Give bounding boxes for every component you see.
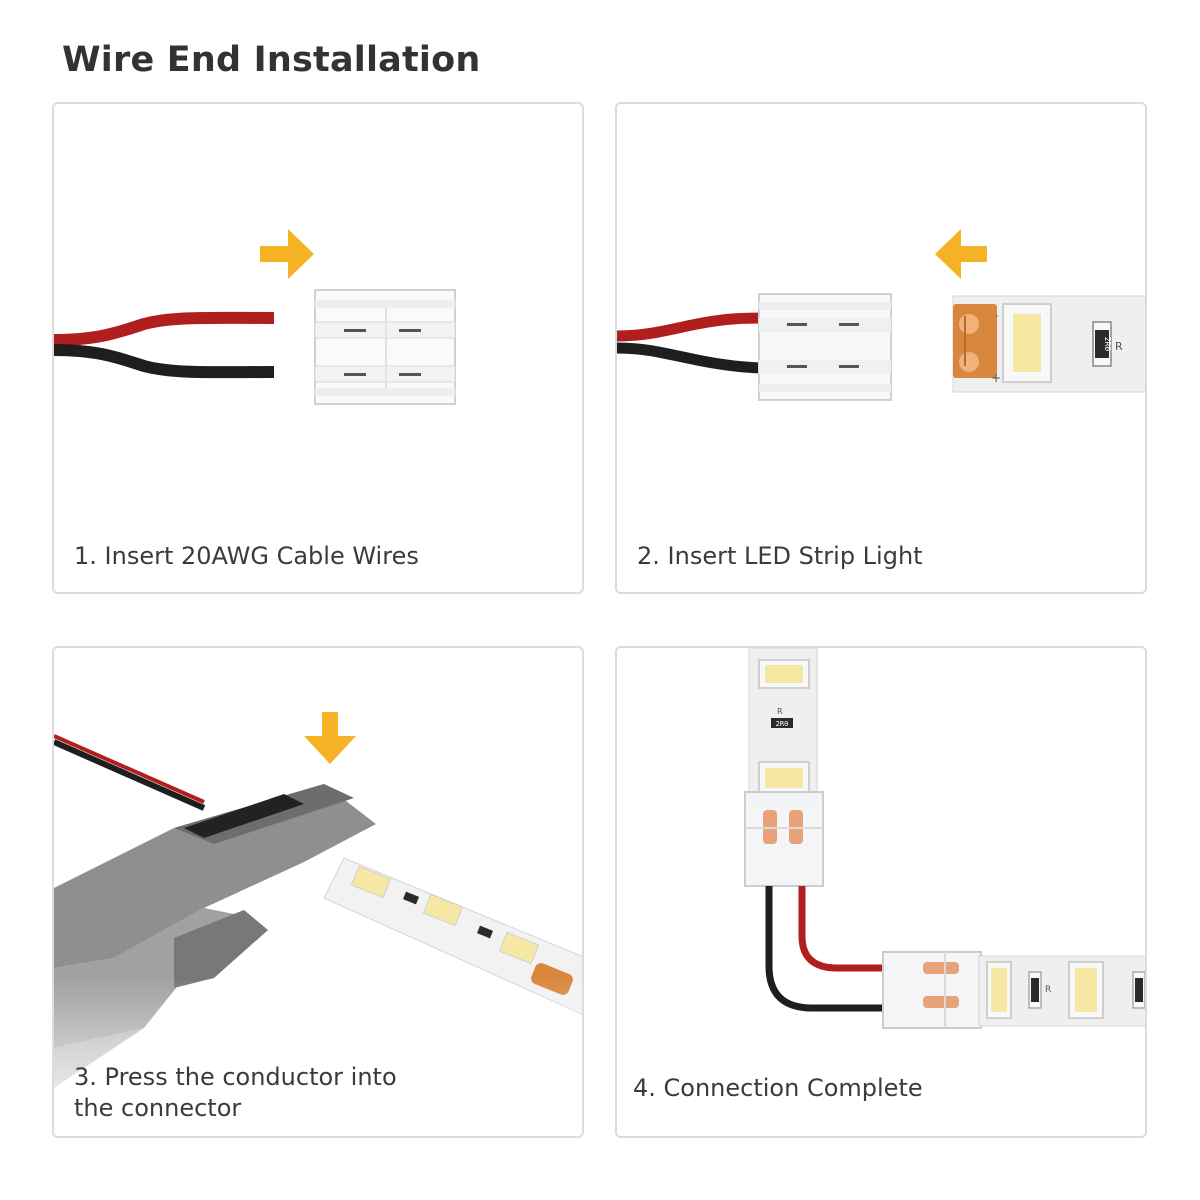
resistor-letter-label-h: R	[1045, 985, 1051, 995]
page-title: Wire End Installation	[62, 40, 481, 80]
step-4-panel: 2R0 R R	[615, 646, 1147, 1138]
step-4-illustration: 2R0 R R	[744, 648, 1145, 1029]
step-2-panel: - + 2R0 R 2. Insert LED Strip Light	[615, 102, 1147, 594]
connector-clip	[758, 293, 892, 401]
step-3-caption: 3. Press the conductor into the connecto…	[74, 1062, 454, 1124]
step-3-caption-line-2: the connector	[74, 1094, 242, 1122]
step-3-panel: 3. Press the conductor into the connecto…	[52, 646, 584, 1138]
resistor-code-label-v: 2R0	[776, 720, 789, 728]
cable-wires	[54, 311, 275, 379]
cable-wires	[765, 886, 885, 1012]
pad-plus-label: +	[991, 371, 1001, 385]
led-strip: 2R0 R	[748, 648, 818, 809]
connector-clip	[314, 289, 456, 405]
arrow-down-icon	[304, 712, 356, 764]
step-2-illustration: - + 2R0 R	[617, 229, 1145, 401]
step-1-panel: 1. Insert 20AWG Cable Wires	[52, 102, 584, 594]
step-3-illustration	[54, 712, 582, 1136]
resistor-letter-label: R	[1115, 340, 1123, 353]
connector-clip	[882, 951, 982, 1029]
led-strip: - + 2R0 R	[952, 295, 1145, 393]
pad-minus-label: -	[995, 311, 999, 322]
led-strip: R	[978, 955, 1145, 1027]
connector-clip	[744, 791, 824, 887]
step-2-caption: 2. Insert LED Strip Light	[637, 542, 923, 570]
step-1-illustration	[54, 229, 456, 405]
led-strip	[323, 857, 582, 1015]
arrow-right-icon	[260, 229, 314, 279]
pliers	[54, 784, 582, 1136]
resistor-code-label: 2R0	[1103, 337, 1112, 352]
step-4-caption: 4. Connection Complete	[633, 1074, 923, 1102]
step-3-caption-line-1: 3. Press the conductor into	[74, 1063, 397, 1091]
arrow-left-icon	[935, 229, 987, 279]
cable-wires	[617, 312, 768, 374]
resistor-letter-label-v: R	[777, 707, 783, 716]
step-1-caption: 1. Insert 20AWG Cable Wires	[74, 542, 419, 570]
